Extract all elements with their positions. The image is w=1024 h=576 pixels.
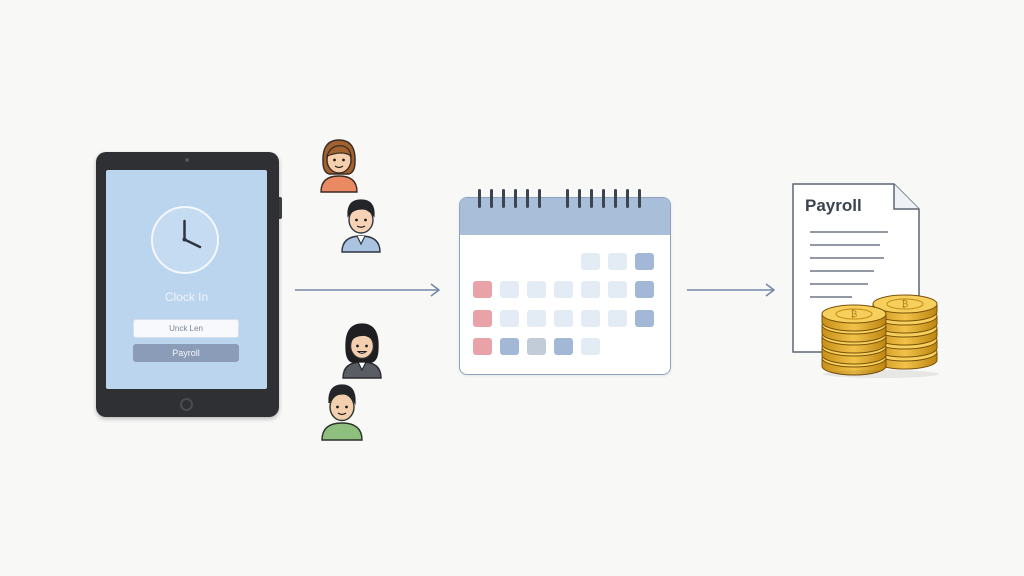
calendar-day-cell	[473, 338, 492, 355]
clock-in-label: Clock In	[164, 290, 209, 304]
calendar-ring	[626, 189, 629, 208]
svg-text:₿: ₿	[851, 309, 858, 320]
calendar-day-cell	[635, 281, 654, 298]
person-woman-dark-hair-icon	[342, 323, 382, 379]
calendar-ring	[490, 189, 493, 208]
payroll-button[interactable]: Payroll	[133, 344, 239, 362]
calendar-day-cell	[581, 253, 600, 270]
calendar-day-cell	[635, 310, 654, 327]
tablet-device: Clock In Unck Len Payroll	[96, 152, 282, 417]
calendar-day-cell	[500, 310, 519, 327]
arrow-right-icon	[687, 283, 775, 297]
calendar-day-cell	[554, 338, 573, 355]
calendar-ring	[590, 189, 593, 208]
payroll-document-title: Payroll	[805, 196, 862, 215]
calendar-ring	[614, 189, 617, 208]
person-man-icon	[341, 199, 381, 253]
calendar-ring	[538, 189, 541, 208]
calendar-day-cell	[527, 338, 546, 355]
calendar-day-cell	[608, 281, 627, 298]
tablet-home-button	[180, 398, 193, 411]
calendar-day-cell	[473, 281, 492, 298]
calendar-day-cell	[500, 281, 519, 298]
calendar-day-cell	[554, 310, 573, 327]
calendar-day-cell	[608, 310, 627, 327]
calendar-day-cell	[581, 338, 600, 355]
tablet-screen: Clock In Unck Len Payroll	[106, 170, 267, 389]
calendar-ring	[514, 189, 517, 208]
calendar-ring	[526, 189, 529, 208]
calendar-ring	[638, 189, 641, 208]
clock-in-field[interactable]: Unck Len	[133, 319, 239, 338]
calendar-ring	[478, 189, 481, 208]
calendar-day-cell	[473, 310, 492, 327]
calendar-header	[460, 198, 670, 235]
tablet-camera	[185, 158, 189, 162]
clock-icon	[151, 206, 219, 274]
calendar-ring	[566, 189, 569, 208]
tablet-side-button	[279, 197, 282, 219]
calendar-day-cell	[581, 281, 600, 298]
calendar-ring	[602, 189, 605, 208]
calendar-day-cell	[635, 253, 654, 270]
calendar-day-cell	[581, 310, 600, 327]
calendar-day-cell	[527, 281, 546, 298]
calendar-day-cell	[554, 281, 573, 298]
calendar-day-cell	[500, 338, 519, 355]
calendar-ring	[578, 189, 581, 208]
calendar-day-cell	[608, 253, 627, 270]
person-man-green-icon	[321, 384, 363, 441]
arrow-right-icon	[295, 283, 440, 297]
svg-text:₿: ₿	[902, 299, 909, 310]
person-woman-icon	[320, 139, 358, 193]
calendar-day-cell	[527, 310, 546, 327]
coin-stack-icon: ₿ ₿	[821, 294, 939, 378]
calendar-icon	[459, 189, 671, 375]
calendar-ring	[502, 189, 505, 208]
